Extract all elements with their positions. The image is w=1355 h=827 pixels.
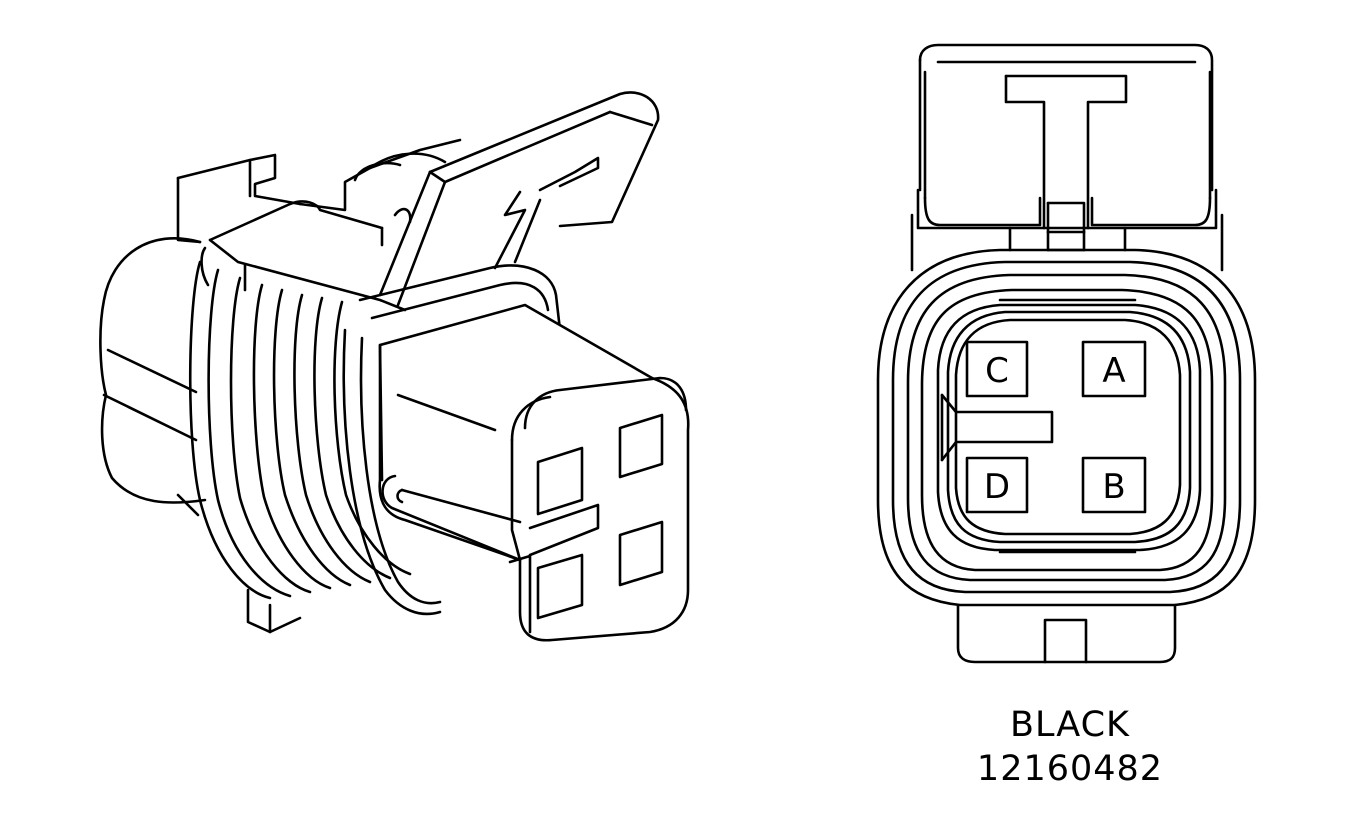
- face-latch: [910, 43, 1224, 272]
- connector-color-label: BLACK: [1009, 705, 1131, 745]
- rear-boot: [99, 237, 207, 517]
- face-cavities: C A D B: [965, 340, 1147, 514]
- face-housing-rings: [876, 248, 1257, 664]
- iso-cavity-3: [536, 553, 584, 620]
- connector-nose: [378, 303, 690, 642]
- cavity-c-label: C: [985, 351, 1009, 391]
- connector-isometric-view: [99, 91, 690, 642]
- cavity-a-box: [1081, 340, 1147, 398]
- connector-part-number: 12160482: [976, 749, 1164, 789]
- cavity-d-label: D: [984, 467, 1010, 507]
- connector-body-ribs: [188, 260, 562, 634]
- cavity-a: A: [1081, 340, 1147, 398]
- iso-cavity-1: [536, 446, 584, 516]
- cavity-d-box: [965, 456, 1029, 514]
- cavity-b-box: [1081, 456, 1147, 514]
- cavity-b-label: B: [1102, 467, 1125, 507]
- cavity-b: B: [1081, 456, 1147, 514]
- connector-face-view: C A D B: [876, 43, 1257, 664]
- cavity-c-box: [965, 340, 1029, 398]
- cavity-d: D: [965, 456, 1029, 514]
- cavity-c: C: [965, 340, 1029, 398]
- iso-cavity-2: [618, 413, 664, 479]
- iso-cavity-4: [618, 520, 664, 587]
- cavity-a-label: A: [1102, 351, 1125, 391]
- locking-latch: [176, 91, 660, 312]
- face-inner-panel: [936, 303, 1202, 552]
